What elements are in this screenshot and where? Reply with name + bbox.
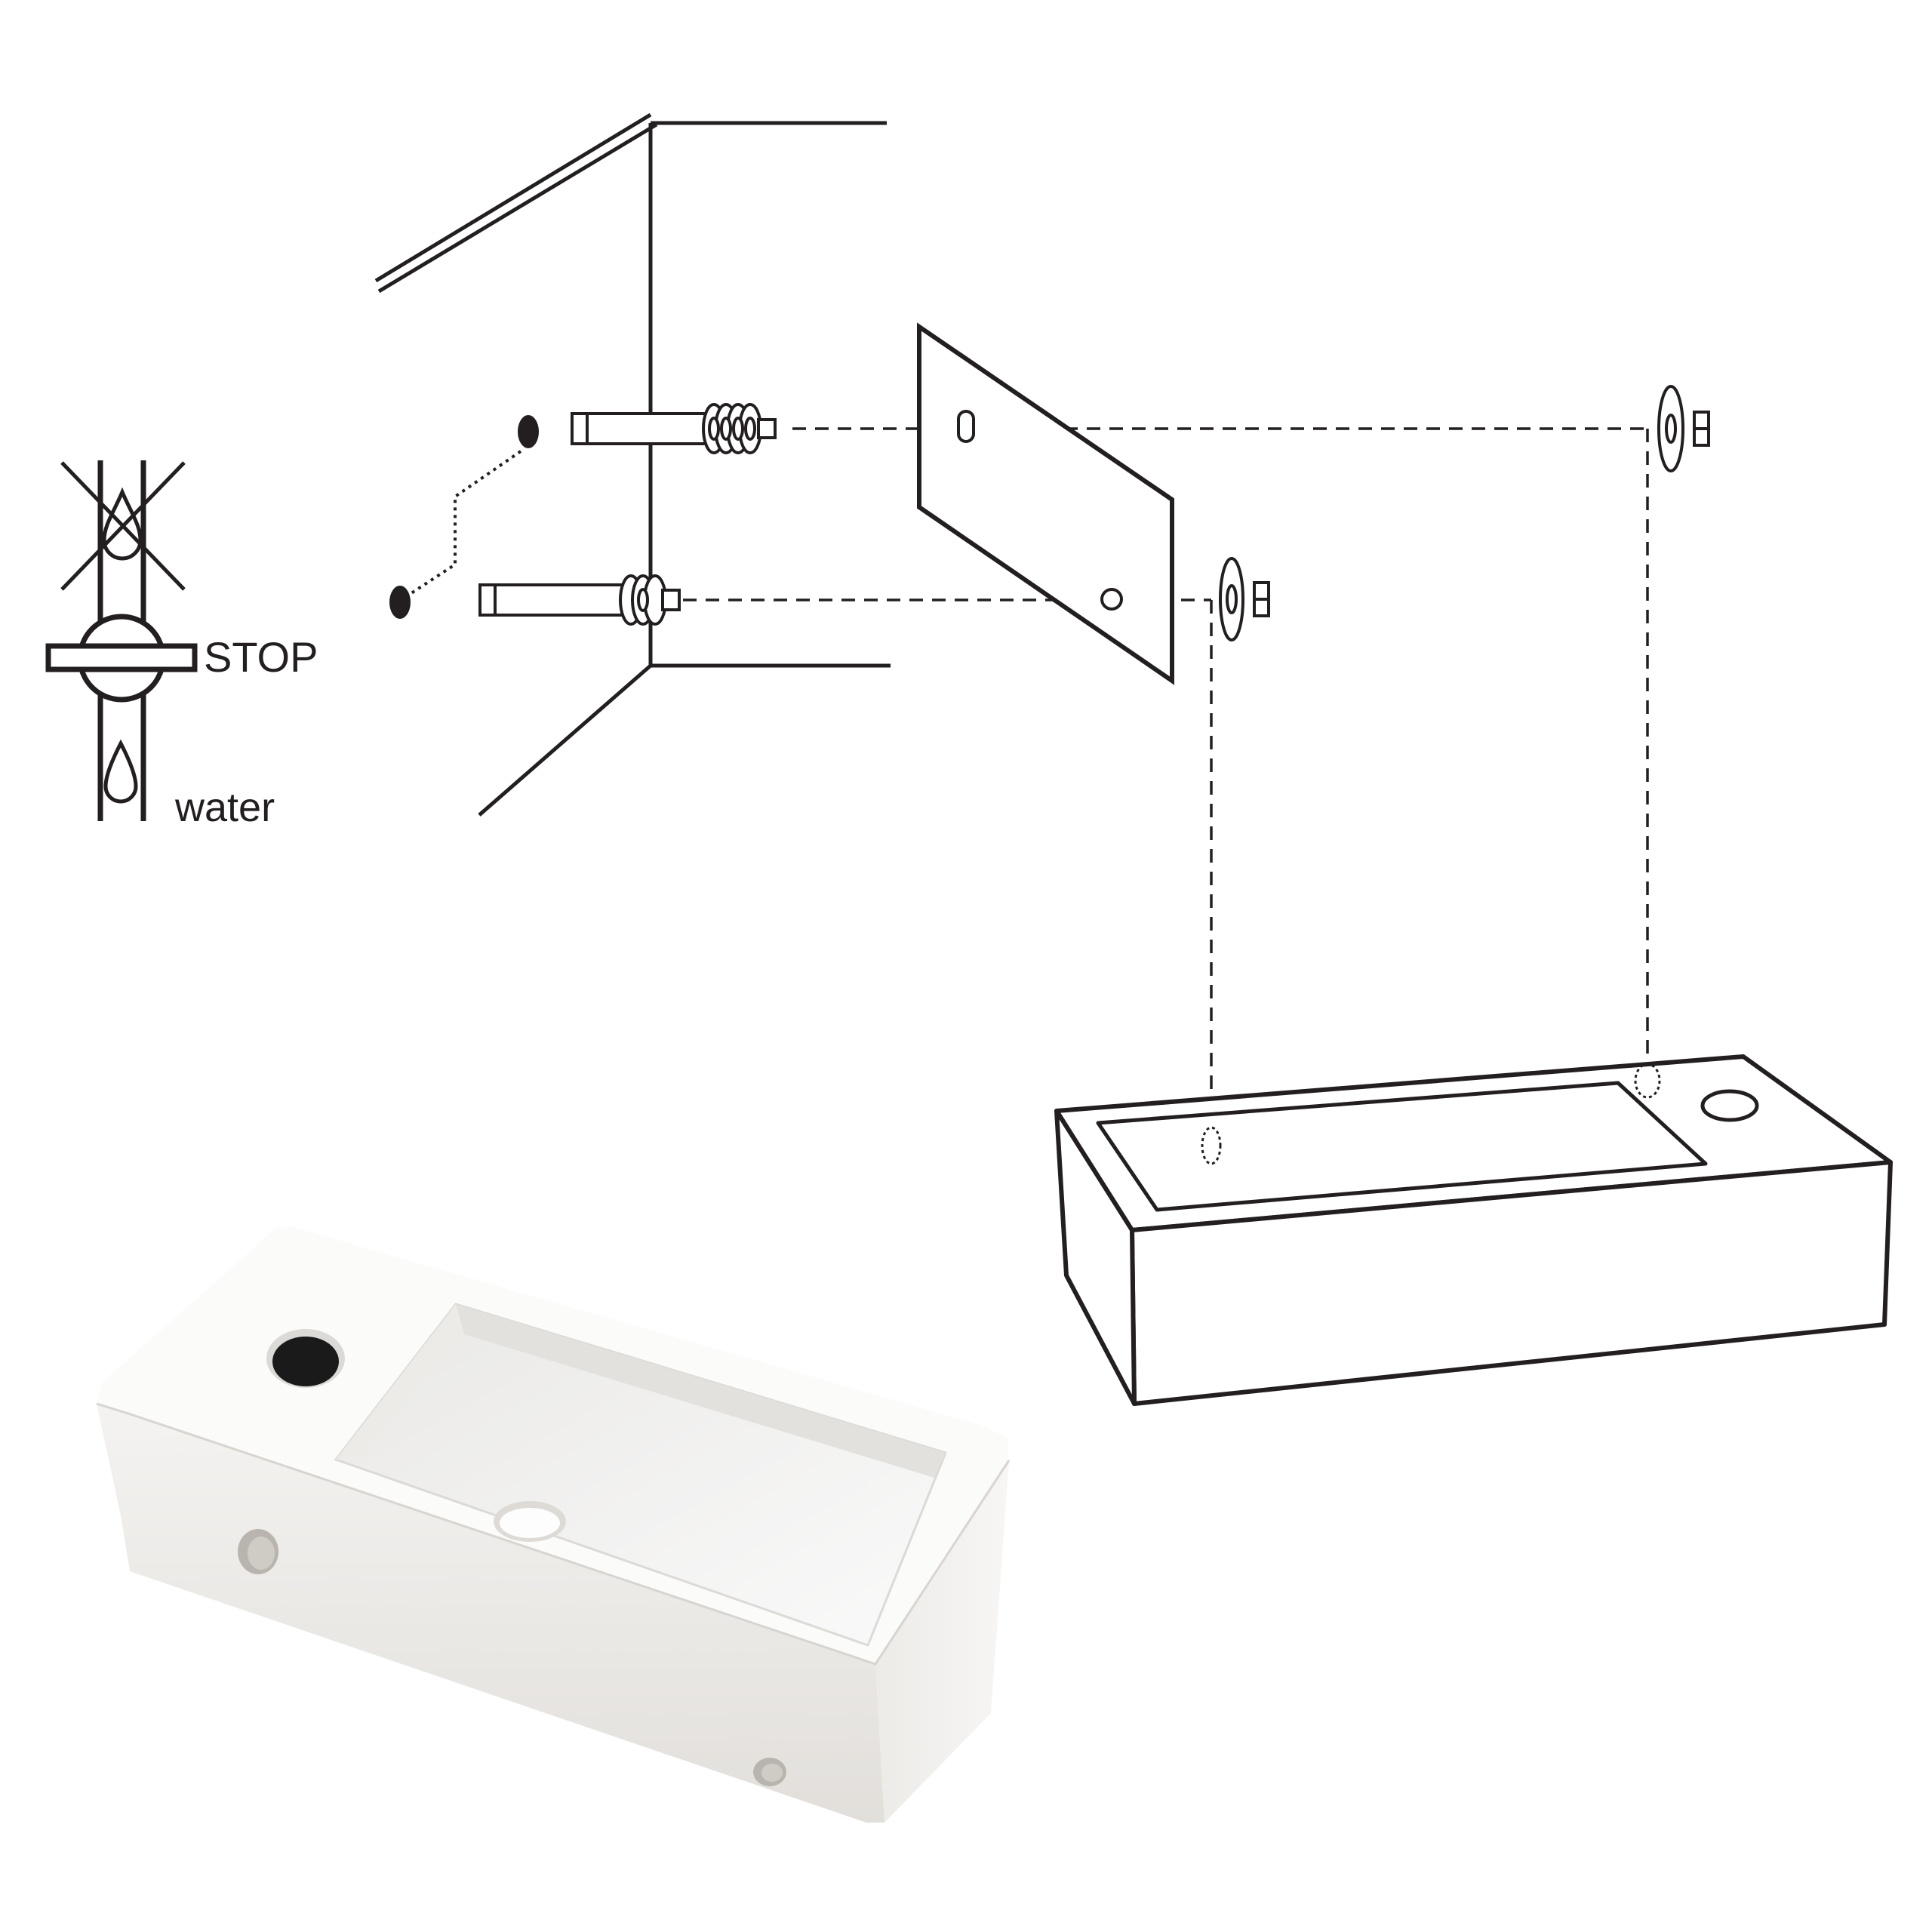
mounting-plate <box>917 322 1174 685</box>
anchor-bolt-upper <box>571 403 777 454</box>
sink-side-face <box>1054 1109 1137 1406</box>
hidden-mount-hole-left <box>1201 1126 1222 1165</box>
water-stop-symbol <box>45 460 198 821</box>
water-drop-icon <box>103 739 138 804</box>
stop-label: STOP <box>204 633 318 681</box>
sink-line-drawing <box>1054 1054 1893 1406</box>
anchor-screw-thread <box>702 403 762 454</box>
crossed-water-drop-icon <box>60 461 186 591</box>
stop-valve-icon <box>45 614 198 703</box>
drill-hole-upper <box>518 415 539 448</box>
wall-corner <box>374 112 891 817</box>
washer-nut-upper <box>1657 385 1710 472</box>
drill-hole-guide <box>410 450 522 595</box>
water-label: water <box>174 785 275 830</box>
sink-basin-outline <box>1096 1081 1708 1212</box>
faucet-hole <box>1700 1089 1759 1122</box>
sink-product-image <box>96 1226 1011 1823</box>
mounting-plate-slot <box>957 410 975 443</box>
washer-nut-lower <box>1219 557 1270 641</box>
mounting-plate-hole <box>1100 588 1123 611</box>
hidden-mount-hole-right <box>1634 1063 1661 1099</box>
drill-holes <box>389 415 539 619</box>
anchor-bolt-lower <box>478 574 681 626</box>
anchor-screw-thread <box>619 574 667 626</box>
drill-hole-lower <box>389 586 411 619</box>
